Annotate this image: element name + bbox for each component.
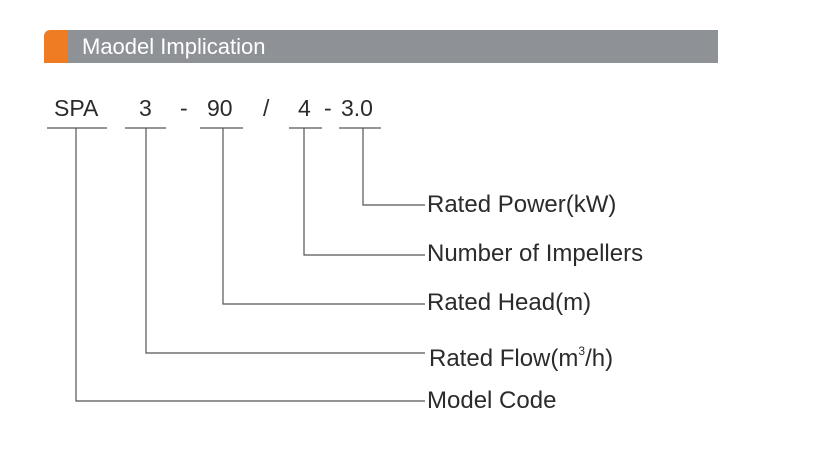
connector-model-code xyxy=(75,128,425,402)
connector-impellers xyxy=(303,128,425,256)
connector-head xyxy=(222,128,425,305)
label-rated-flow-suffix: /h) xyxy=(585,345,614,372)
model-code-segment: SPA xyxy=(54,95,99,121)
label-rated-flow-prefix: Rated Flow(m xyxy=(429,345,579,372)
power-segment: 3.0 xyxy=(341,95,373,121)
impellers-segment: 4 xyxy=(298,95,311,121)
label-rated-flow-superscript: 3 xyxy=(578,344,586,358)
head-segment: 90 xyxy=(207,95,233,121)
label-number-of-impellers: Number of Impellers xyxy=(427,240,644,267)
separator-slash: / xyxy=(263,95,270,121)
section-header: Maodel Implication xyxy=(44,27,718,63)
connector-flow xyxy=(145,128,425,354)
separator-dash: - xyxy=(180,95,188,121)
section-title: Maodel Implication xyxy=(82,34,266,59)
flow-segment: 3 xyxy=(139,95,152,121)
label-rated-power: Rated Power(kW) xyxy=(427,191,617,218)
label-rated-head-text: Rated Head(m) xyxy=(427,289,592,316)
label-rated-flow: Rated Flow(m3/h) xyxy=(429,338,613,374)
separator-dash: - xyxy=(324,95,332,121)
header-bar xyxy=(68,30,718,63)
label-rated-head: Rated Head(m) xyxy=(427,288,591,318)
header-accent xyxy=(44,30,68,63)
connector-power xyxy=(362,128,425,206)
label-model-code: Model Code xyxy=(427,387,557,414)
